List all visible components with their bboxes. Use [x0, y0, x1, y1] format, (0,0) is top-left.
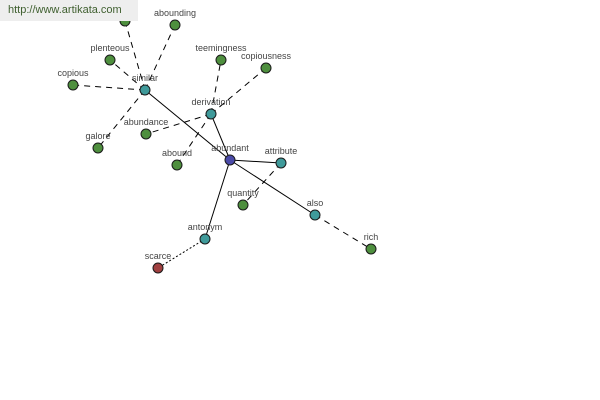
node-plenteous[interactable] [104, 54, 116, 66]
edge-similar-copious [72, 84, 146, 91]
edge-abundant-antonym [204, 159, 231, 240]
edge-antonym-scarce [157, 238, 206, 269]
node-label-rich[interactable]: rich [364, 232, 379, 242]
edge-derivation-teemingness [210, 59, 222, 115]
node-rich[interactable] [365, 243, 377, 255]
node-label-scarce[interactable]: scarce [145, 251, 172, 261]
node-similar[interactable] [139, 84, 151, 96]
node-scarce[interactable] [152, 262, 164, 274]
watermark-link[interactable]: http://www.artikata.com [0, 0, 138, 21]
edge-similar-galore [97, 89, 146, 149]
node-label-also[interactable]: also [307, 198, 324, 208]
node-antonym[interactable] [199, 233, 211, 245]
node-copiousness[interactable] [260, 62, 272, 74]
node-also[interactable] [309, 209, 321, 221]
node-derivation[interactable] [205, 108, 217, 120]
edge-attribute-quantity [242, 162, 282, 206]
node-abundant[interactable] [224, 154, 236, 166]
node-label-teemingness[interactable]: teemingness [195, 43, 247, 53]
node-label-abound[interactable]: abound [162, 148, 192, 158]
node-label-plenteous[interactable]: plenteous [90, 43, 130, 53]
edge-abundant-attribute [229, 159, 282, 164]
edge-similar-abounding [144, 24, 176, 91]
node-label-similar[interactable]: similar [132, 73, 158, 83]
node-label-quantity[interactable]: quantity [227, 188, 259, 198]
node-label-abundance[interactable]: abundance [124, 117, 169, 127]
node-label-abundant[interactable]: abundant [211, 143, 249, 153]
node-abundance[interactable] [140, 128, 152, 140]
edge-abundant-similar [144, 89, 231, 161]
node-label-copiousness[interactable]: copiousness [241, 51, 292, 61]
node-label-galore[interactable]: galore [85, 131, 110, 141]
node-label-derivation[interactable]: derivation [191, 97, 230, 107]
node-label-abounding[interactable]: abounding [154, 8, 196, 18]
edge-abundant-also [229, 159, 316, 216]
node-label-copious[interactable]: copious [57, 68, 89, 78]
edge-derivation-abundance [145, 113, 212, 135]
edge-similar-plenteous [109, 59, 146, 91]
node-abound[interactable] [171, 159, 183, 171]
node-abounding[interactable] [169, 19, 181, 31]
node-attribute[interactable] [275, 157, 287, 169]
node-galore[interactable] [92, 142, 104, 154]
node-label-antonym[interactable]: antonym [188, 222, 223, 232]
edge-derivation-copiousness [210, 67, 267, 115]
edge-similar-hidden [124, 20, 146, 91]
node-quantity[interactable] [237, 199, 249, 211]
edge-abundant-derivation [210, 113, 231, 161]
edge-also-rich [314, 214, 372, 250]
node-teemingness[interactable] [215, 54, 227, 66]
node-label-attribute[interactable]: attribute [265, 146, 298, 156]
node-copious[interactable] [67, 79, 79, 91]
